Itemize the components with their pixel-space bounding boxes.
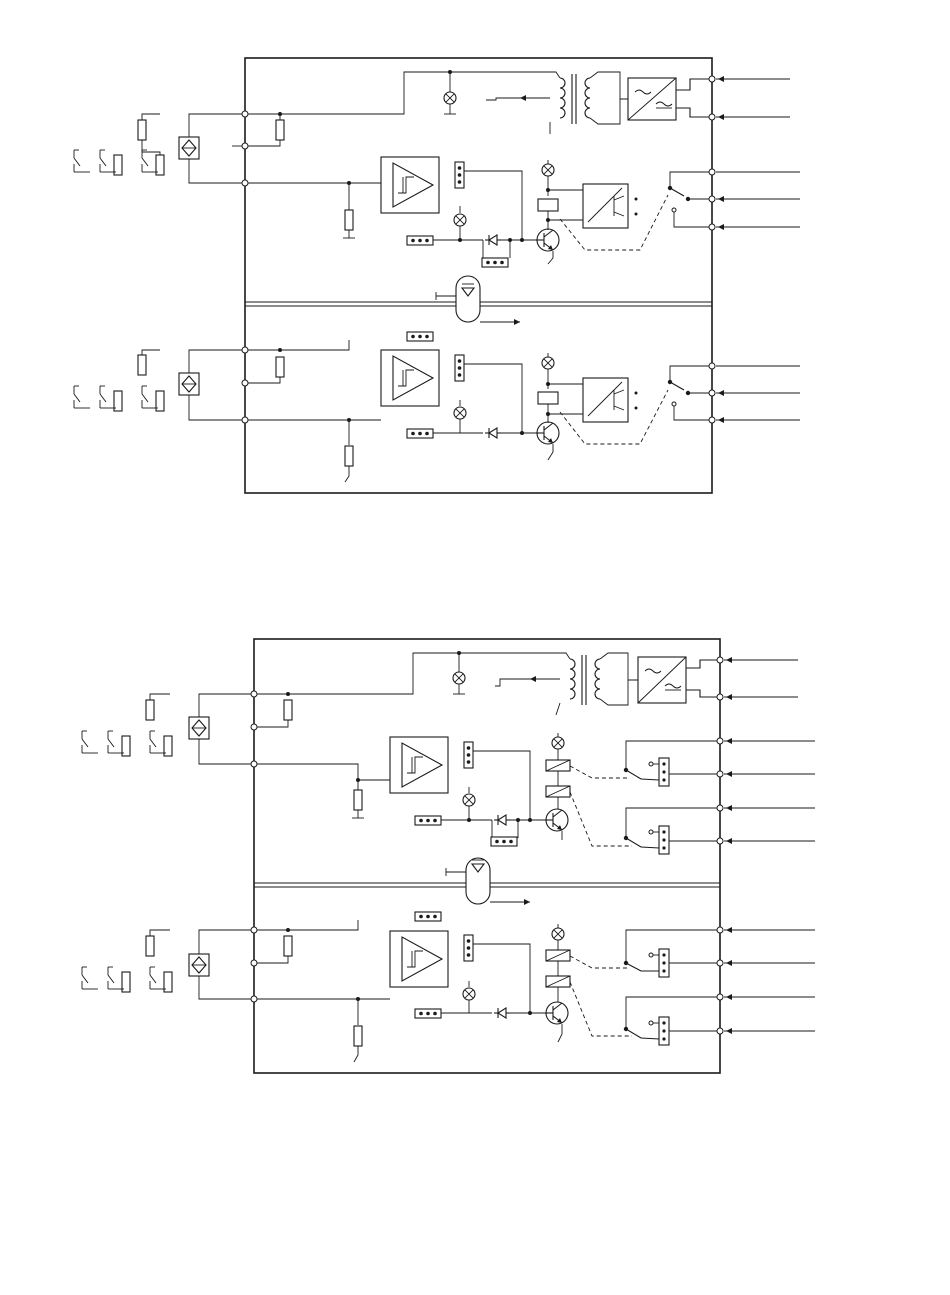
transistor-icon bbox=[536, 229, 559, 251]
relay-coil-icon bbox=[538, 199, 558, 211]
switch-icon bbox=[670, 188, 684, 196]
wiring-diagram-2 bbox=[82, 639, 815, 1073]
diode-icon bbox=[485, 235, 501, 245]
device-housing bbox=[245, 58, 712, 493]
wiring-diagram-1 bbox=[74, 58, 800, 493]
optocoupler-icon bbox=[583, 184, 628, 228]
amplifier-icon bbox=[381, 157, 439, 213]
supply-terminals bbox=[709, 76, 790, 120]
transformer-icon bbox=[560, 74, 590, 124]
sensor-icon bbox=[179, 137, 199, 159]
lamp-icon bbox=[444, 92, 456, 104]
isolation-barrier-icon bbox=[456, 276, 480, 322]
sensor-contact-icon bbox=[74, 150, 90, 172]
jumper-icon bbox=[455, 162, 464, 188]
device-housing bbox=[254, 639, 720, 1073]
